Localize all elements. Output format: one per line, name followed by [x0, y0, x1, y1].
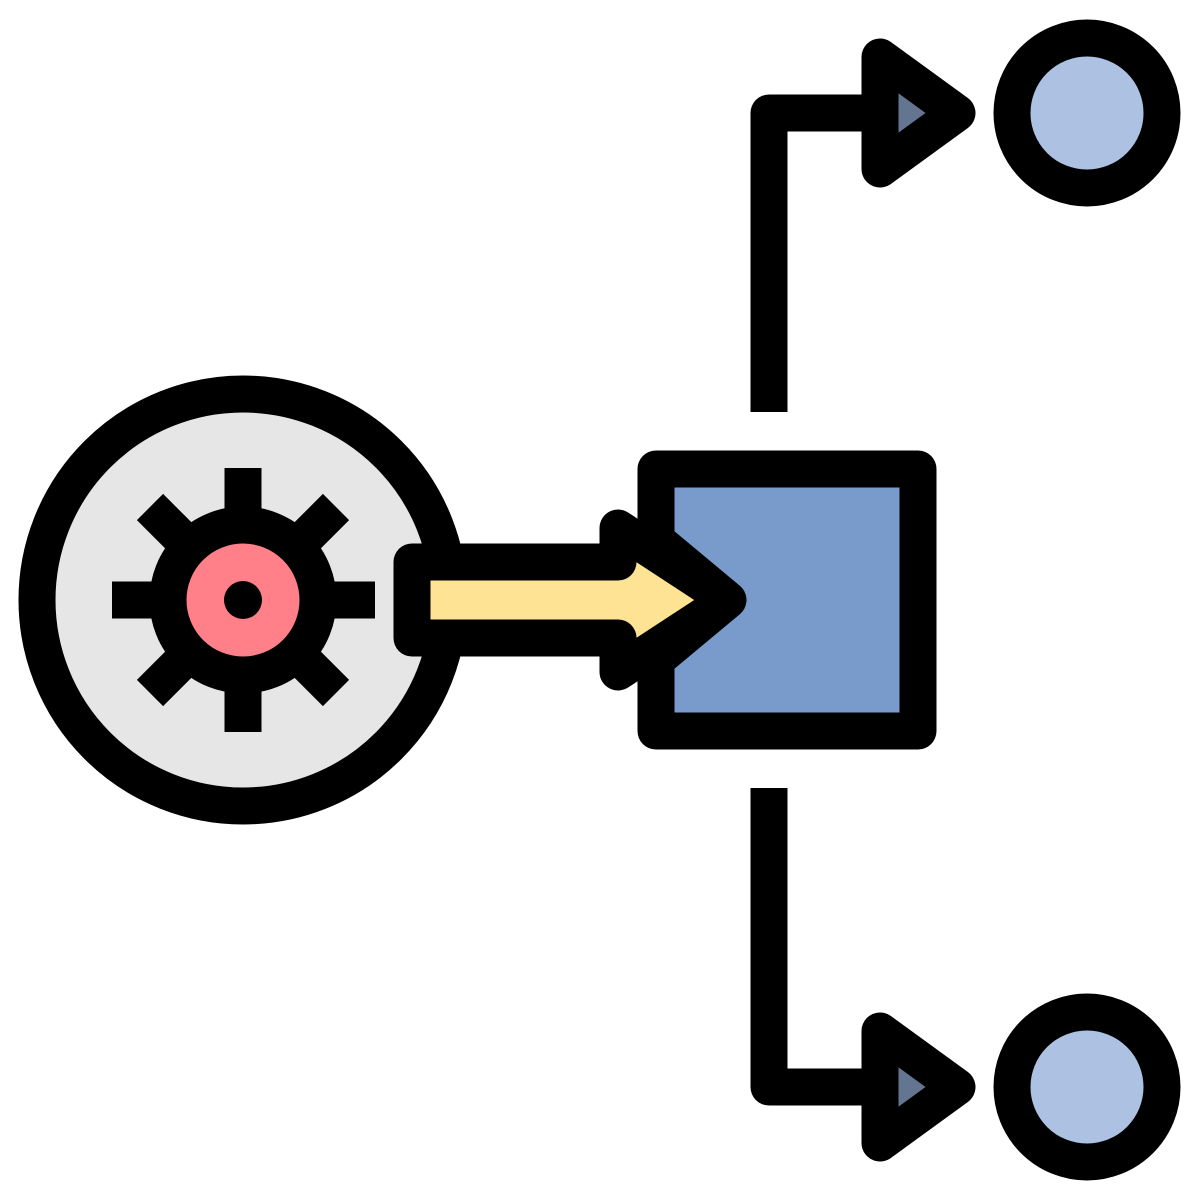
processor-node: [637, 450, 937, 750]
connector-bottom: [750, 788, 880, 1106]
connector-top: [750, 94, 880, 412]
source-node: [18, 375, 468, 825]
arrowhead-bottom: [861, 1012, 976, 1162]
arrowhead-top: [861, 38, 976, 188]
virus-core: [224, 581, 262, 619]
output-bottom-node: [993, 993, 1181, 1181]
output-top-node: [993, 19, 1181, 207]
virus-icon: [112, 468, 375, 732]
